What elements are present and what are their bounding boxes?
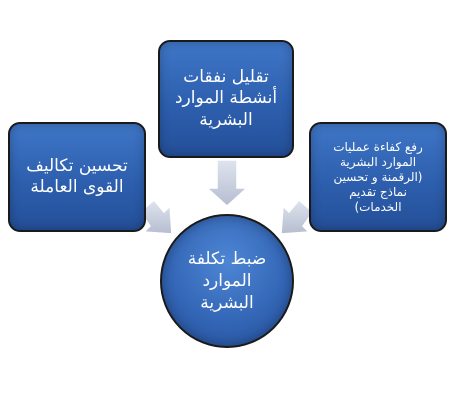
node-raise-hr-operations-efficiency: رفع كفاءة عمليات الموارد البشرية (الرقمن… [309, 122, 447, 232]
node-control-hr-cost: ضبط تكلفة الموارد البشرية [160, 214, 294, 348]
arrow-right-to-center [280, 198, 315, 235]
node-right-label: رفع كفاءة عمليات الموارد البشرية (الرقمن… [333, 139, 423, 214]
node-center-label: ضبط تكلفة الموارد البشرية [187, 248, 267, 314]
node-left-label: تحسين تكاليف القوى العاملة [26, 155, 128, 197]
arrow-left-to-center [138, 198, 173, 235]
node-reduce-hr-activity-costs: تقليل نفقات أنشطة الموارد البشرية [158, 40, 294, 158]
node-top-label: تقليل نفقات أنشطة الموارد البشرية [174, 67, 278, 130]
arrow-top-to-center [205, 159, 249, 208]
node-improve-workforce-costs: تحسين تكاليف القوى العاملة [8, 122, 146, 232]
